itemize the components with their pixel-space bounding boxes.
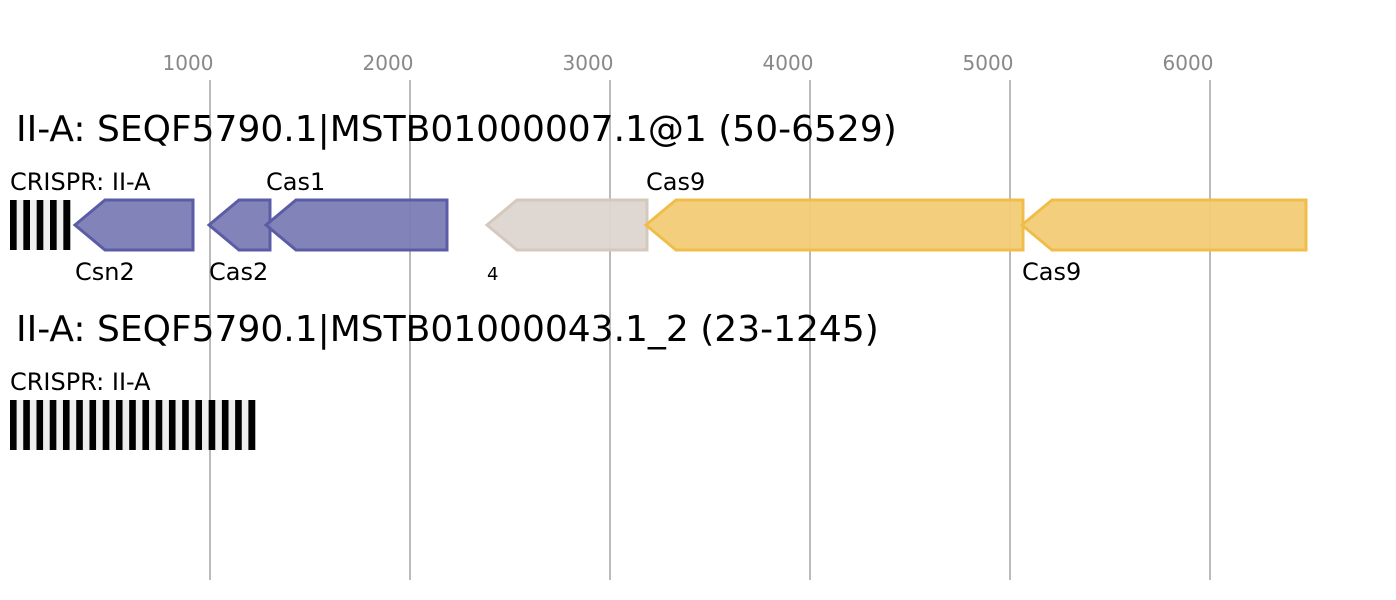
tick-label: 1000: [163, 51, 214, 75]
locus-title: II-A: SEQF5790.1|MSTB01000007.1@1 (50-65…: [16, 109, 897, 150]
gene-arrow-cas2: [206, 198, 272, 252]
repeat: [168, 400, 176, 450]
repeat: [62, 400, 70, 450]
crispr-array: [10, 200, 71, 250]
spacer: [135, 400, 143, 450]
spacer: [149, 400, 156, 450]
tick-label: 2000: [363, 51, 414, 75]
gene-arrow-csn2: [72, 198, 195, 252]
spacer: [69, 400, 77, 450]
spacer: [162, 400, 170, 450]
spacer: [96, 400, 104, 450]
crispr-array-label: CRISPR: II-A: [10, 368, 151, 396]
repeat: [10, 200, 17, 250]
gene-arrow-cas9: [1019, 198, 1308, 252]
spacer: [16, 200, 24, 250]
gene-arrow-cas9: [643, 198, 1025, 252]
spacer: [228, 400, 236, 450]
tick-label: 3000: [563, 51, 614, 75]
spacer: [82, 400, 90, 450]
repeat: [221, 400, 229, 450]
spacer: [16, 400, 24, 450]
spacer: [43, 200, 51, 250]
repeat: [63, 200, 71, 250]
spacer: [30, 200, 37, 250]
repeat: [248, 400, 256, 450]
spacer: [29, 400, 37, 450]
gene-label: Cas1: [266, 168, 325, 196]
tick-label: 4000: [763, 51, 814, 75]
repeat: [195, 400, 203, 450]
spacer: [56, 200, 64, 250]
crispr-array-label: CRISPR: II-A: [10, 168, 151, 196]
repeat: [36, 200, 44, 250]
tick-label: 6000: [1163, 51, 1214, 75]
repeat: [23, 400, 31, 450]
repeat: [182, 400, 190, 450]
gene-label: Cas9: [646, 168, 705, 196]
crispr-array: [10, 400, 256, 450]
spacer: [202, 400, 209, 450]
repeat: [102, 400, 110, 450]
repeat: [36, 400, 44, 450]
repeat: [10, 400, 17, 450]
spacer: [241, 400, 249, 450]
repeat: [49, 400, 57, 450]
spacer: [56, 400, 64, 450]
gene-label: Cas9: [1022, 258, 1081, 286]
repeat: [208, 400, 216, 450]
repeat: [76, 400, 84, 450]
spacer: [215, 400, 223, 450]
gene-label: Cas2: [209, 258, 268, 286]
gene-arrow-4: [484, 198, 649, 252]
repeat: [50, 200, 57, 250]
locus-title: II-A: SEQF5790.1|MSTB01000043.1_2 (23-12…: [16, 309, 879, 350]
repeat: [235, 400, 243, 450]
gene-label: Csn2: [75, 258, 135, 286]
repeat: [142, 400, 150, 450]
repeat: [129, 400, 137, 450]
spacer: [43, 400, 51, 450]
spacer: [122, 400, 130, 450]
spacer: [188, 400, 196, 450]
repeat: [115, 400, 123, 450]
repeat: [89, 400, 97, 450]
repeat: [23, 200, 31, 250]
spacer: [109, 400, 117, 450]
tick-label: 5000: [963, 51, 1014, 75]
gene-arrow-cas1: [263, 198, 449, 252]
spacer: [175, 400, 183, 450]
repeat: [155, 400, 163, 450]
gene-label: 4: [487, 264, 498, 285]
